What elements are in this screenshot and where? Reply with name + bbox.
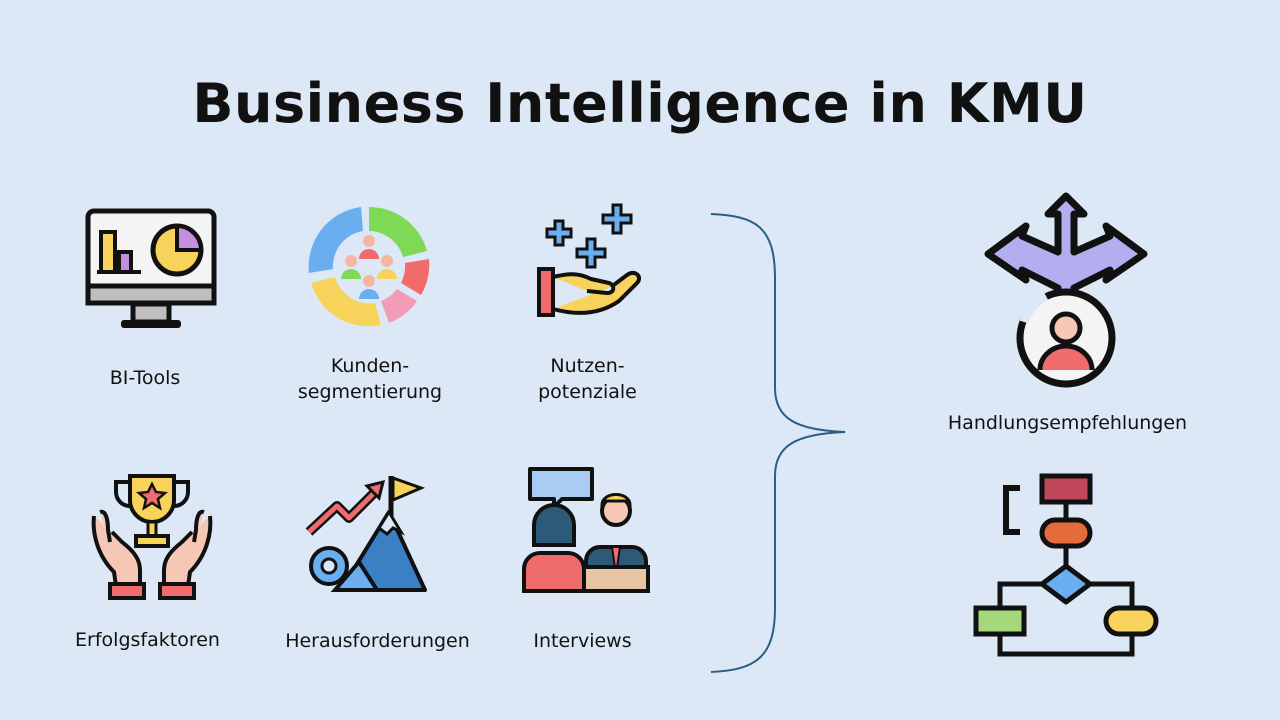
- decision-directions-icon: [980, 192, 1152, 388]
- benefit-potential-icon: [535, 203, 645, 321]
- item-label-nutzenpotenziale: Nutzen- potenziale: [538, 355, 637, 403]
- mountain-challenge-icon: [305, 470, 430, 595]
- result-label-handlungsempfehlungen: Handlungsempfehlungen: [947, 412, 1188, 434]
- item-label-herausforderungen: Herausforderungen: [285, 630, 470, 652]
- page-title: Business Intelligence in KMU: [192, 72, 1088, 135]
- item-label-kundensegmentierung: Kunden- segmentierung: [297, 355, 443, 403]
- interview-icon: [520, 465, 652, 597]
- item-label-bi-tools: BI-Tools: [109, 367, 181, 389]
- item-label-interviews: Interviews: [533, 630, 632, 652]
- customer-segmentation-icon: [305, 203, 433, 331]
- bi-tools-monitor-icon: [85, 208, 217, 332]
- trophy-hands-icon: [90, 470, 214, 602]
- flowchart-icon: [972, 472, 1162, 660]
- curly-brace: [705, 208, 855, 678]
- item-label-erfolgsfaktoren: Erfolgsfaktoren: [75, 629, 220, 651]
